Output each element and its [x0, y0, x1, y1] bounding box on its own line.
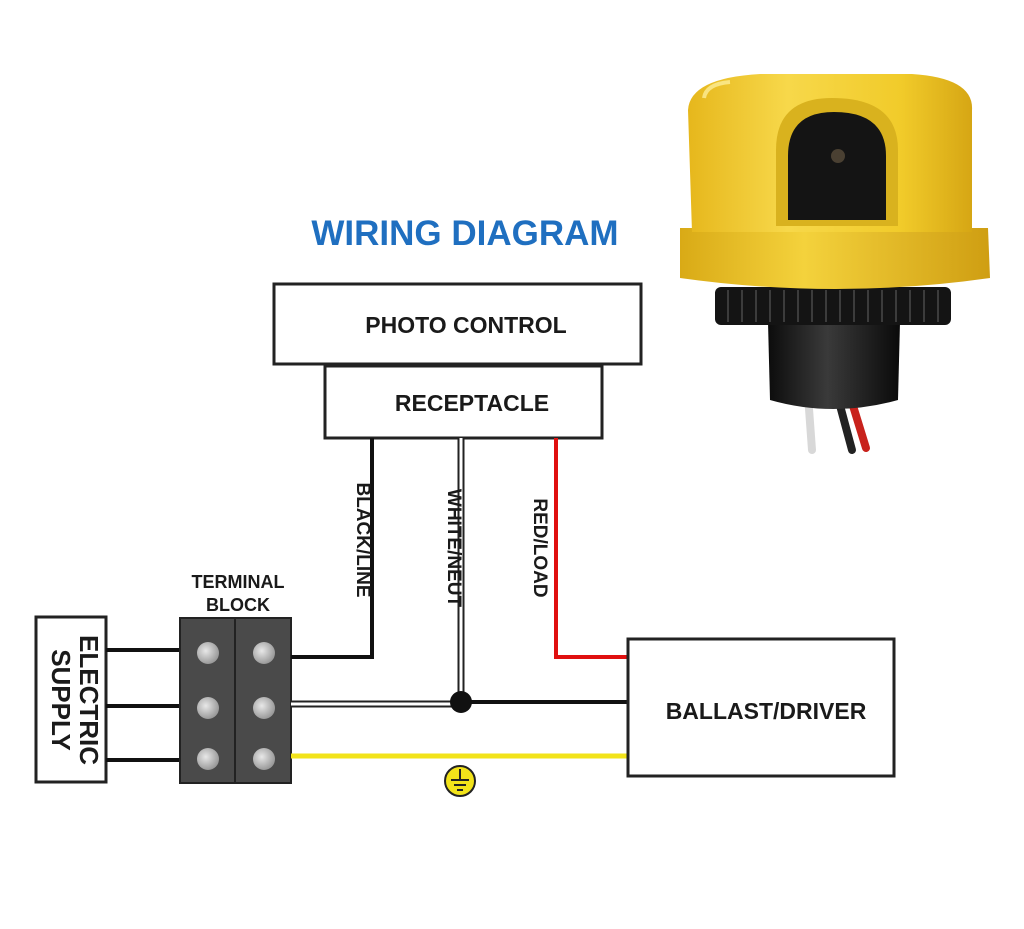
neutral-junction-dot [450, 691, 472, 713]
black-line-label: BLACK/LINE [352, 482, 373, 597]
terminal-screw [253, 697, 275, 719]
terminal-screw [197, 642, 219, 664]
ground-symbol-icon [444, 765, 476, 797]
ballast-driver-label: BALLAST/DRIVER [666, 698, 867, 724]
terminal-screw [197, 697, 219, 719]
ballast-driver-box [626, 637, 896, 778]
white-neutral-wire [291, 438, 465, 708]
photo-control-box [272, 282, 643, 366]
receptacle-label: RECEPTACLE [395, 390, 549, 416]
red-load-wire [554, 438, 628, 659]
diagram-title: WIRING DIAGRAM [311, 214, 618, 253]
electric-supply-box [34, 615, 108, 784]
red-load-label: RED/LOAD [529, 498, 550, 597]
terminal-block-label-line1: TERMINAL [192, 572, 285, 592]
terminal-screw [253, 748, 275, 770]
electric-supply-label-line1: ELECTRIC [74, 635, 104, 765]
terminal-block [179, 617, 292, 784]
black-line-wire [291, 438, 374, 659]
terminal-screw [253, 642, 275, 664]
terminal-screw [197, 748, 219, 770]
photo-control-label: PHOTO CONTROL [365, 312, 566, 338]
terminal-block-label-line2: BLOCK [206, 595, 270, 615]
electric-supply-label-line2: SUPPLY [46, 649, 76, 751]
white-neutral-label: WHITE/NEUT [443, 489, 464, 608]
photocell-sensor-icon [831, 149, 845, 163]
photocell-device-icon [680, 74, 990, 454]
